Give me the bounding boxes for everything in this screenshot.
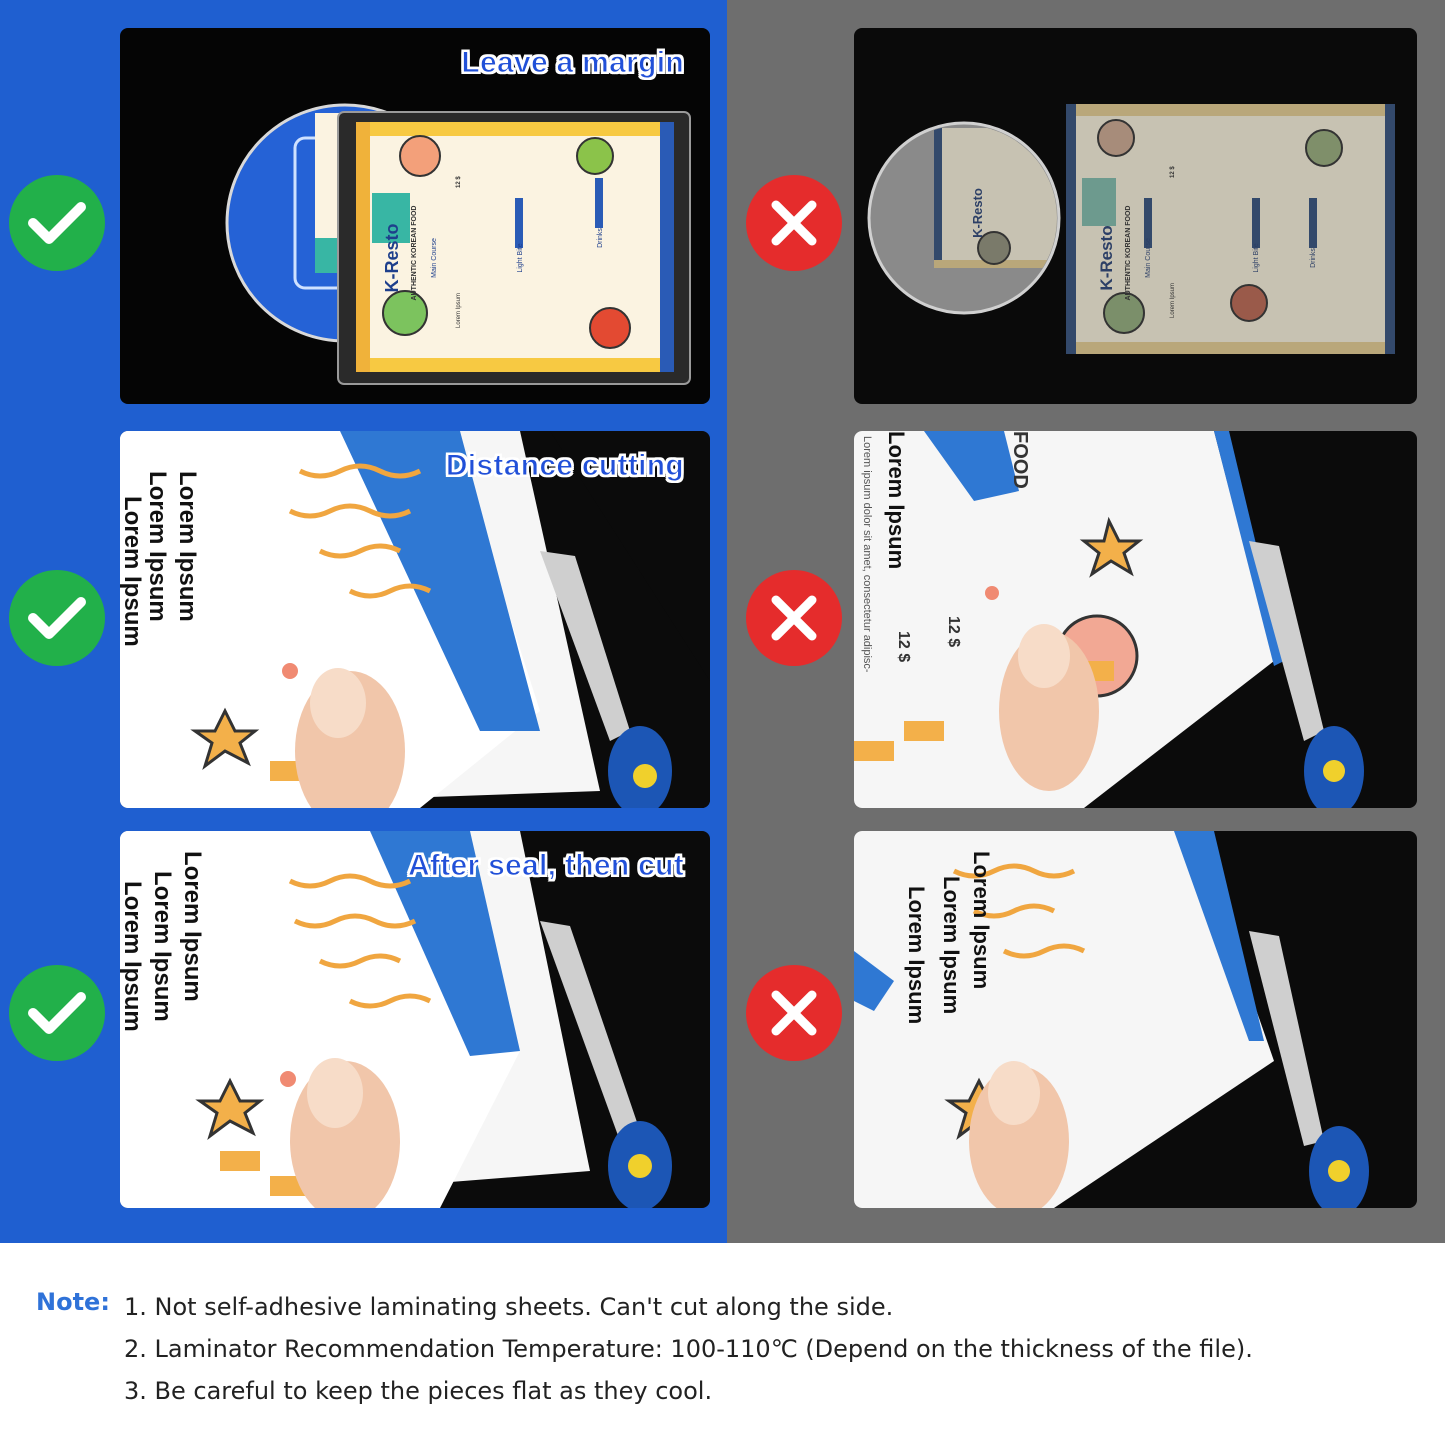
note-item: 1. Not self-adhesive laminating sheets. … (124, 1293, 894, 1321)
photo-lorem-row3-dim-3: Lorem Ipsum (904, 886, 929, 1024)
menu-brand: K-Resto (382, 223, 402, 292)
photo-price-1: 12 $ (945, 616, 962, 647)
caption-after-seal-then-cut: After seal, then cut (407, 849, 684, 883)
menu-section-light: Light Bite (517, 243, 524, 272)
menu-price: 12 $ (456, 176, 462, 188)
cross-icon (746, 570, 842, 666)
panel-row2-incorrect: Lorem Ipsum Lorem ipsum dolor sit amet, … (854, 431, 1417, 808)
note-list: 1. Not self-adhesive laminating sheets. … (124, 1288, 1253, 1414)
note-item: 2. Laminator Recommendation Temperature:… (124, 1335, 1253, 1363)
after-seal-cut-photo: Lorem Ipsum Lorem Ipsum Lorem Ipsum (120, 831, 672, 1208)
menu-section-drinks: Drinks (597, 228, 604, 248)
menu-tagline-dim: AUTHENTIC KOREAN FOOD (1125, 206, 1132, 301)
caption-leave-a-margin: Leave a margin (461, 46, 684, 80)
edge-cutting-photo: Lorem Ipsum Lorem ipsum dolor sit amet, … (854, 431, 1364, 808)
photo-small-text: Lorem ipsum dolor sit amet, consectetur … (861, 436, 873, 673)
photo-lorem-row3-dim-2: Lorem Ipsum (939, 876, 964, 1014)
laminated-menu-with-margin-illustration: K-Resto K-Resto AUTHENTIC KOREAN FOOD Ma… (225, 103, 691, 385)
menu-section-light-dim: Light Bite (1253, 243, 1260, 272)
photo-lorem-row3-2: Lorem Ipsum (149, 871, 176, 1022)
panel-row1-incorrect: K-Resto K-Resto AUTHENTIC KOREAN FOOD Ma… (854, 28, 1417, 404)
loupe-brand-dim: K-Resto (970, 188, 985, 238)
menu-tagline: AUTHENTIC KOREAN FOOD (411, 206, 418, 301)
panel-row1-correct: K-Resto K-Resto AUTHENTIC KOREAN FOOD Ma… (120, 28, 710, 404)
note-label: Note: (36, 1288, 110, 1316)
before-seal-cut-photo: Lorem Ipsum Lorem Ipsum Lorem Ipsum (854, 831, 1369, 1208)
photo-lorem-row3-3: Lorem Ipsum (120, 881, 146, 1032)
cross-icon (746, 965, 842, 1061)
photo-lorem-2: Lorem Ipsum (144, 471, 171, 622)
photo-lorem-3: Lorem Ipsum (120, 496, 146, 647)
photo-lorem-row3-1: Lorem Ipsum (179, 851, 206, 1002)
photo-price-2: 12 $ (895, 631, 912, 662)
caption-distance-cutting: Distance cutting (445, 449, 684, 483)
photo-lorem-row3-dim-1: Lorem Ipsum (969, 851, 994, 989)
menu-price-dim: 12 $ (1170, 166, 1176, 178)
menu-section-drinks-dim: Drinks (1310, 248, 1317, 268)
check-icon (9, 175, 105, 271)
menu-section-main-dim: Main Course (1145, 238, 1152, 278)
note-item: 3. Be careful to keep the pieces flat as… (124, 1377, 713, 1405)
menu-item: Lorem Ipsum (456, 293, 462, 328)
check-icon (9, 965, 105, 1061)
check-icon (9, 570, 105, 666)
photo-lorem-1: Lorem Ipsum (174, 471, 201, 622)
menu-item-dim: Lorem Ipsum (1170, 283, 1176, 318)
distance-cutting-photo: Lorem Ipsum Lorem Ipsum Lorem Ipsum (120, 431, 710, 808)
photo-food: FOOD (1009, 431, 1031, 489)
menu-brand-dim: K-Resto (1097, 225, 1116, 290)
panel-row2-correct: Lorem Ipsum Lorem Ipsum Lorem Ipsum Dist… (120, 431, 710, 808)
panel-row3-incorrect: Lorem Ipsum Lorem Ipsum Lorem Ipsum (854, 831, 1417, 1208)
laminated-menu-no-margin-illustration: K-Resto K-Resto AUTHENTIC KOREAN FOOD Ma… (867, 104, 1395, 354)
photo-lorem-partial: Lorem Ipsum (884, 431, 909, 569)
menu-section-main: Main Course (431, 238, 438, 278)
panel-row3-correct: Lorem Ipsum Lorem Ipsum Lorem Ipsum Afte… (120, 831, 710, 1208)
cross-icon (746, 175, 842, 271)
